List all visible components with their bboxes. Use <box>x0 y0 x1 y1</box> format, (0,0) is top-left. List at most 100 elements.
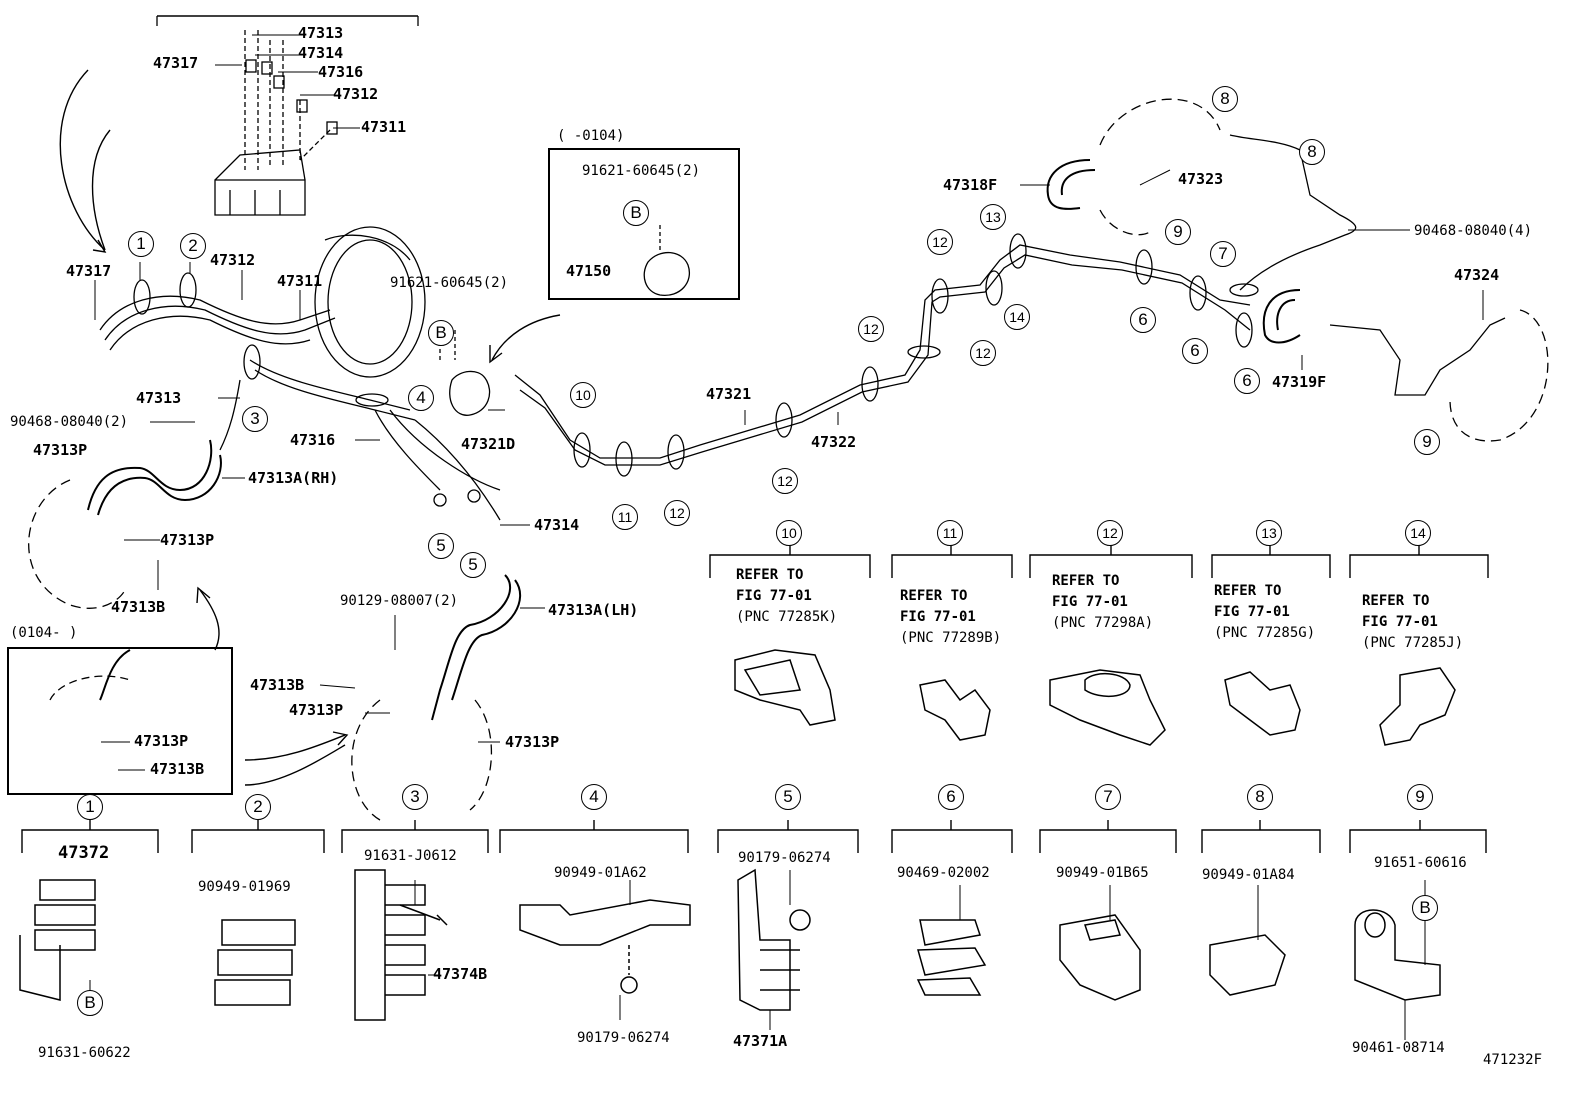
section-7: 7 <box>1095 784 1121 810</box>
section-9: 9 <box>1407 784 1433 810</box>
section-5: 5 <box>775 784 801 810</box>
section-2: 2 <box>245 794 271 820</box>
clamp-2-part: 90949-01969 <box>198 879 291 895</box>
label-47313P-b: 47313P <box>160 531 215 549</box>
section-11: 11 <box>937 520 963 546</box>
label-47313P-e: 47313P <box>134 732 189 750</box>
front-hose-rh <box>87 439 222 516</box>
label-47314-top: 47314 <box>298 44 344 62</box>
section-8: 8 <box>1247 784 1273 810</box>
clamp-ref-13: REFER TO FIG 77-01 (PNC 77285G) <box>1214 581 1315 644</box>
callout-12c: 12 <box>858 316 884 342</box>
label-90129: 90129-08007(2) <box>340 593 459 609</box>
front-drum-lh <box>351 699 492 821</box>
callout-4: 4 <box>408 385 434 411</box>
clamp-ref-11: REFER TO FIG 77-01 (PNC 77289B) <box>900 586 1001 649</box>
clamp-ref-10: REFER TO FIG 77-01 (PNC 77285K) <box>736 565 837 628</box>
label-47312-top: 47312 <box>333 85 379 103</box>
callout-6a: 6 <box>1130 307 1156 333</box>
label-47311: 47311 <box>277 272 323 290</box>
callout-12a: 12 <box>664 500 690 526</box>
inset-top-frame <box>548 148 740 300</box>
callout-B-main: B <box>428 320 454 346</box>
label-47316-top: 47316 <box>318 63 364 81</box>
label-47323: 47323 <box>1178 170 1224 188</box>
label-47313B-b: 47313B <box>250 676 305 694</box>
label-47313: 47313 <box>136 389 182 407</box>
callout-10: 10 <box>570 382 596 408</box>
label-47316: 47316 <box>290 431 336 449</box>
label-47314: 47314 <box>534 516 580 534</box>
label-47319F: 47319F <box>1272 373 1327 391</box>
label-47317: 47317 <box>66 262 112 280</box>
label-47312: 47312 <box>210 251 256 269</box>
callout-7: 7 <box>1210 241 1236 267</box>
clamp-ref-10-pnc: (PNC 77285K) <box>736 609 838 625</box>
label-47324: 47324 <box>1454 266 1500 284</box>
label-90468-4: 90468-08040(4) <box>1414 223 1533 239</box>
front-hose-lh <box>431 574 522 721</box>
clamp-3-bolt: 91631-J0612 <box>364 848 457 864</box>
tube-clip-markers <box>133 233 1259 477</box>
callout-9b: 9 <box>1414 429 1440 455</box>
label-47311-top: 47311 <box>361 118 407 136</box>
section-4: 4 <box>581 784 607 810</box>
brake-booster <box>314 226 426 378</box>
callout-8b: 8 <box>1299 139 1325 165</box>
clamp-4-part: 90949-01A62 <box>554 865 647 881</box>
callout-13: 13 <box>980 204 1006 230</box>
section-6: 6 <box>938 784 964 810</box>
clamp-3-part: 47374B <box>433 965 488 983</box>
callout-1: 1 <box>128 231 154 257</box>
diagram-code: 471232F <box>1483 1052 1543 1068</box>
label-47313A-rh: 47313A(RH) <box>248 469 339 487</box>
callout-12b: 12 <box>772 468 798 494</box>
section-13: 13 <box>1256 520 1282 546</box>
clamp-ref-10-line2: FIG 77-01 <box>736 588 812 604</box>
clamp-ref-11-pnc: (PNC 77289B) <box>900 630 1002 646</box>
inset-left-hose <box>99 649 131 701</box>
clamp-ref-14: REFER TO FIG 77-01 (PNC 77285J) <box>1362 591 1463 654</box>
flow-arrows <box>59 69 561 786</box>
section-1: 1 <box>77 794 103 820</box>
callout-6b: 6 <box>1182 338 1208 364</box>
callout-8a: 8 <box>1212 86 1238 112</box>
inset-left-frame <box>7 647 233 795</box>
clamp-ref-14-line2: FIG 77-01 <box>1362 614 1438 630</box>
clamp-ref-13-line2: FIG 77-01 <box>1214 604 1290 620</box>
label-47321: 47321 <box>706 385 752 403</box>
inset-left-drum <box>49 675 131 701</box>
clamp-ref-12-line1: REFER TO <box>1052 573 1120 589</box>
clamp-ref-12: REFER TO FIG 77-01 (PNC 77298A) <box>1052 571 1153 634</box>
callout-12e: 12 <box>970 340 996 366</box>
rear-flex-hoses <box>1046 159 1301 344</box>
rear-brake-drums <box>1099 98 1549 442</box>
label-47313P-c: 47313P <box>289 701 344 719</box>
label-47313-top: 47313 <box>298 24 344 42</box>
inset-junction-47150 <box>643 251 690 296</box>
clamp-illustrations <box>19 649 1456 1021</box>
clamp-7-part: 90949-01B65 <box>1056 865 1149 881</box>
clamp-ref-10-line1: REFER TO <box>736 567 804 583</box>
clamp-ref-12-line2: FIG 77-01 <box>1052 594 1128 610</box>
clamp-ref-14-pnc: (PNC 77285J) <box>1362 635 1464 651</box>
callout-6c: 6 <box>1234 368 1260 394</box>
clamp-5-part: 47371A <box>733 1032 788 1050</box>
clamp-8-part: 90949-01A84 <box>1202 867 1295 883</box>
inset-top-bolt: 91621-60645(2) <box>582 163 701 179</box>
front-drum-rh <box>28 479 126 609</box>
leader-lines <box>89 34 1484 1040</box>
clamp-1-part: 47372 <box>58 843 110 863</box>
label-47313B-a: 47313B <box>111 598 166 616</box>
clamp-9-bolt: 91651-60616 <box>1374 855 1467 871</box>
label-47321D: 47321D <box>461 435 516 453</box>
section-14: 14 <box>1405 520 1431 546</box>
label-47318F: 47318F <box>943 176 998 194</box>
label-47317-top: 47317 <box>153 54 199 72</box>
clamp-6-part: 90469-02002 <box>897 865 990 881</box>
callout-5a: 5 <box>428 533 454 559</box>
clamp-ref-13-pnc: (PNC 77285G) <box>1214 625 1316 641</box>
clamp-1-bolt: 91631-60622 <box>38 1045 131 1061</box>
callout-B-clamp9: B <box>1412 895 1438 921</box>
